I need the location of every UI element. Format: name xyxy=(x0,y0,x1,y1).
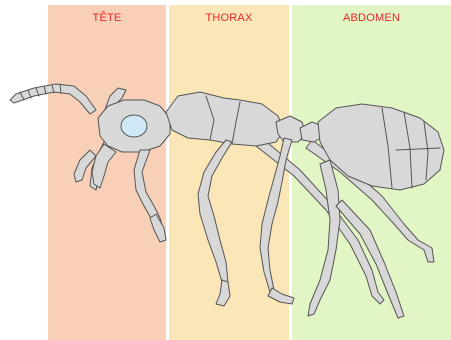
head-label: TÊTE xyxy=(48,11,166,25)
thorax-label: THORAX xyxy=(169,11,289,25)
eye xyxy=(121,115,147,137)
head-band xyxy=(48,5,166,340)
abdomen-label: ABDOMEN xyxy=(292,11,451,25)
